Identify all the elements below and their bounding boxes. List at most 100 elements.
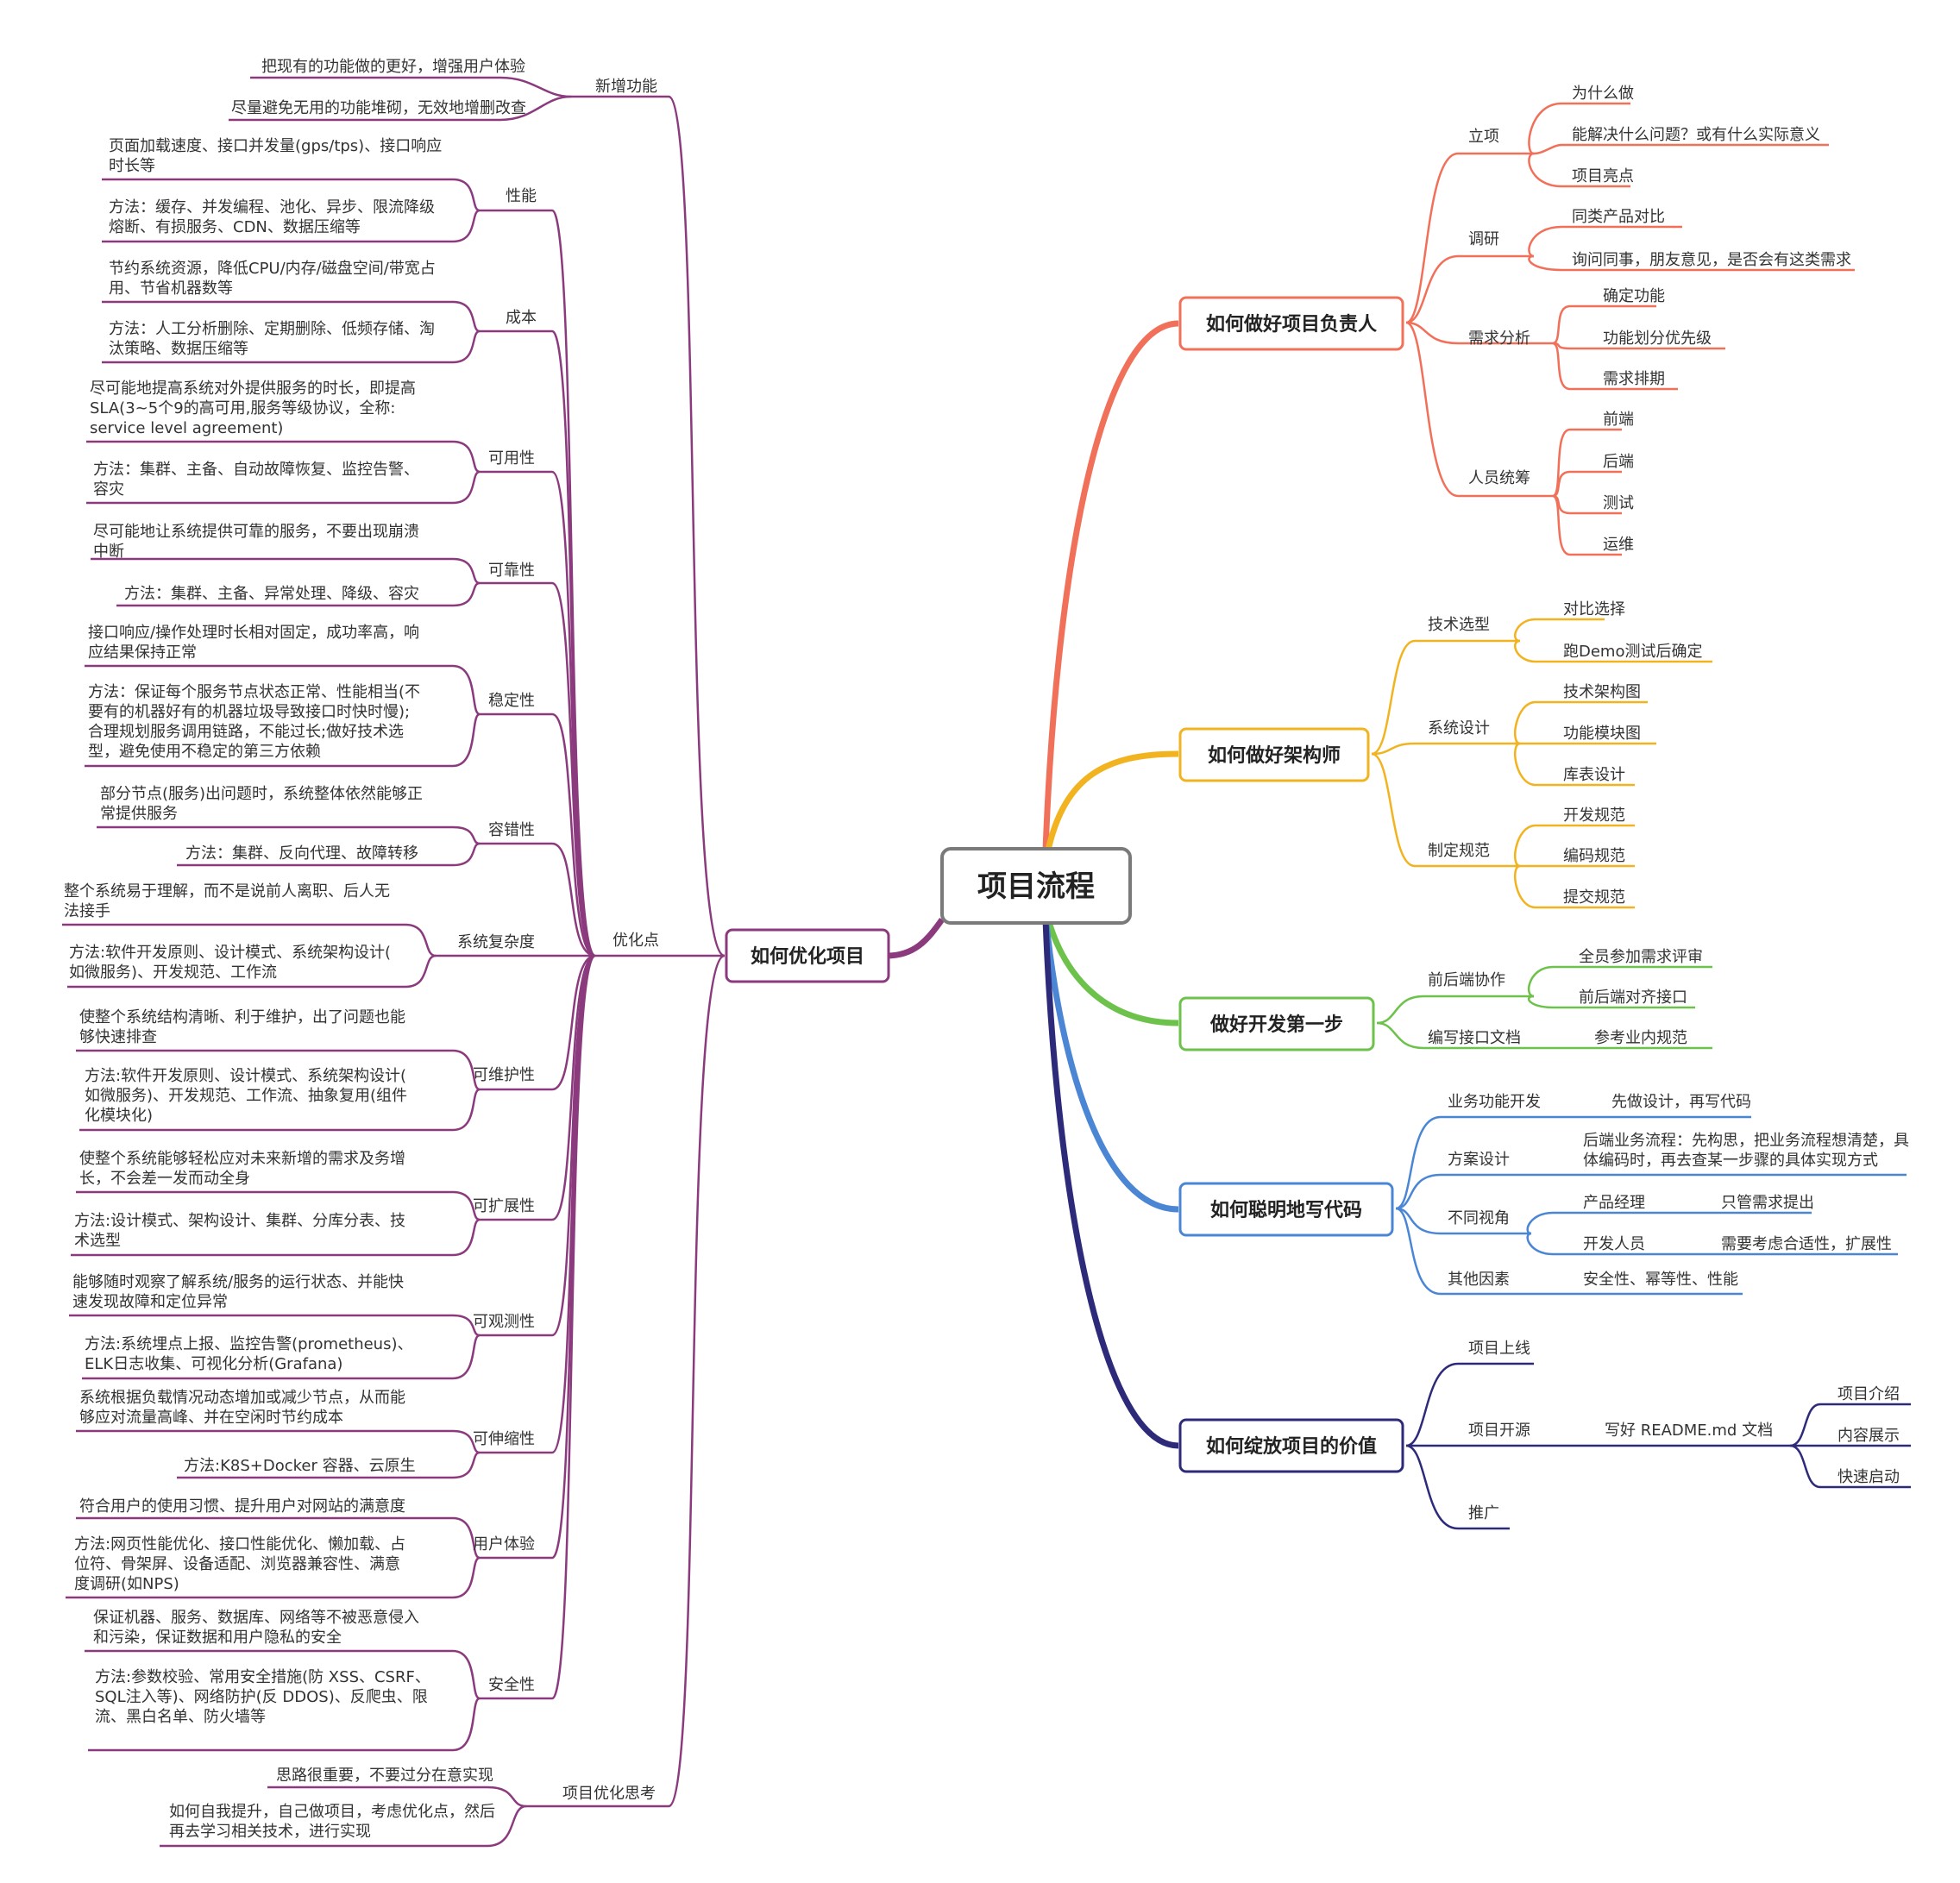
opt-stability[interactable]: 稳定性 [488, 692, 535, 710]
dev-industry-standard[interactable]: 参考业内规范 [1594, 1029, 1687, 1047]
opt-ext-a2[interactable]: 长，不会差一发而动全身 [79, 1170, 250, 1188]
node-project-value[interactable]: 如何绽放项目的价值 [1178, 1418, 1404, 1473]
value-readme[interactable]: 写好 README.md 文档 [1605, 1422, 1773, 1440]
opt-scalability[interactable]: 可扩展性 [473, 1197, 535, 1215]
lead-frontend[interactable]: 前端 [1603, 411, 1634, 429]
arch-standards[interactable]: 制定规范 [1428, 842, 1490, 860]
opt-security[interactable]: 安全性 [488, 1676, 535, 1694]
opt-stab-a2[interactable]: 应结果保持正常 [88, 643, 197, 662]
opt-cx-b2[interactable]: 如微服务)、开发规范、工作流 [69, 963, 277, 982]
arch-system-design[interactable]: 系统设计 [1428, 719, 1490, 738]
opt-mt-a2[interactable]: 够快速排查 [79, 1028, 157, 1046]
opt-ux-b2[interactable]: 位符、骨架屏、设备适配、浏览器兼容性、满意 [74, 1555, 400, 1573]
opt-rel-a1[interactable]: 尽可能地让系统提供可靠的服务，不要出现崩溃 [93, 523, 419, 541]
dev-review[interactable]: 全员参加需求评审 [1579, 948, 1703, 966]
code-backend-flow-1[interactable]: 后端业务流程：先构思，把业务流程想清楚，具 [1583, 1132, 1909, 1150]
opt-mt-b2[interactable]: 如微服务)、开发规范、工作流、抽象复用(组件 [85, 1087, 407, 1105]
opt-cost-b2[interactable]: 汰策略、数据压缩等 [109, 340, 248, 358]
code-other-note[interactable]: 安全性、幂等性、性能 [1583, 1271, 1738, 1289]
node-project-lead[interactable]: 如何做好项目负责人 [1178, 296, 1404, 351]
node-optimize[interactable]: 如何优化项目 [725, 928, 890, 983]
opt-perf-a1[interactable]: 页面加载速度、接口并发量(gps/tps)、接口响应 [109, 137, 442, 155]
dev-fe-be-collab[interactable]: 前后端协作 [1428, 971, 1505, 989]
opt-cx-b1[interactable]: 方法:软件开发原则、设计模式、系统架构设计( [69, 944, 391, 962]
opt-hub[interactable]: 优化点 [612, 932, 659, 950]
opt-mt-a1[interactable]: 使整个系统结构清晰、利于维护，出了问题也能 [79, 1008, 405, 1026]
opt-maintainability[interactable]: 可维护性 [473, 1066, 535, 1084]
lead-why[interactable]: 为什么做 [1572, 85, 1634, 103]
value-open-source[interactable]: 项目开源 [1468, 1422, 1530, 1440]
opt-sec-a1[interactable]: 保证机器、服务、数据库、网络等不被恶意侵入 [93, 1609, 419, 1627]
value-showcase[interactable]: 内容展示 [1838, 1427, 1900, 1445]
opt-cx-a2[interactable]: 法接手 [64, 902, 110, 920]
code-perspectives[interactable]: 不同视角 [1448, 1209, 1510, 1227]
opt-sec-b1[interactable]: 方法:参数校验、常用安全措施(防 XSS、CSRF、 [95, 1668, 430, 1686]
value-promotion[interactable]: 推广 [1468, 1504, 1499, 1522]
opt-cost[interactable]: 成本 [506, 309, 537, 327]
opt-rel-b1[interactable]: 方法：集群、主备、异常处理、降级、容灾 [124, 585, 419, 603]
opt-ft-a1[interactable]: 部分节点(服务)出问题时，系统整体依然能够正 [100, 785, 423, 803]
opt-reliability[interactable]: 可靠性 [488, 562, 535, 580]
opt-observability[interactable]: 可观测性 [473, 1313, 535, 1331]
code-backend-flow-2[interactable]: 体编码时，再去查某一步骤的具体实现方式 [1583, 1152, 1878, 1170]
lead-ask-colleagues[interactable]: 询问同事，朋友意见，是否会有这类需求 [1572, 251, 1851, 269]
opt-mt-b3[interactable]: 化模块化) [85, 1107, 153, 1125]
opt-mt-b1[interactable]: 方法:软件开发原则、设计模式、系统架构设计( [85, 1067, 406, 1085]
opt-sc-a1[interactable]: 系统根据负载情况动态增加或减少节点，从而能 [79, 1389, 405, 1407]
opt-ux-b3[interactable]: 度调研(如NPS) [74, 1575, 179, 1593]
opt-obs-a1[interactable]: 能够随时观察了解系统/服务的运行状态、并能快 [72, 1273, 404, 1291]
arch-table-design[interactable]: 库表设计 [1563, 766, 1625, 784]
opt-avail-a3[interactable]: service level agreement) [90, 419, 283, 437]
opt-think-b2[interactable]: 再去学习相关技术，进行实现 [169, 1823, 371, 1841]
lead-backend[interactable]: 后端 [1603, 453, 1634, 471]
opt-stab-b1[interactable]: 方法：保证每个服务节点状态正常、性能相当(不 [88, 683, 420, 701]
lead-project-init[interactable]: 立项 [1468, 128, 1499, 146]
node-smart-coding[interactable]: 如何聪明地写代码 [1178, 1182, 1394, 1237]
code-solution-design[interactable]: 方案设计 [1448, 1151, 1510, 1169]
opt-reflection[interactable]: 项目优化思考 [562, 1785, 656, 1803]
opt-sec-b3[interactable]: 流、黑白名单、防火墙等 [95, 1708, 266, 1726]
opt-obs-b2[interactable]: ELK日志收集、可视化分析(Grafana) [85, 1355, 342, 1373]
opt-obs-b1[interactable]: 方法:系统埋点上报、监控告警(prometheus)、 [85, 1335, 413, 1353]
arch-commit-standard[interactable]: 提交规范 [1563, 888, 1625, 907]
lead-define-features[interactable]: 确定功能 [1603, 287, 1665, 305]
lead-scheduling[interactable]: 需求排期 [1603, 370, 1665, 388]
arch-code-standard[interactable]: 编码规范 [1563, 847, 1625, 865]
opt-elasticity[interactable]: 可伸缩性 [473, 1430, 535, 1448]
value-launch[interactable]: 项目上线 [1468, 1340, 1530, 1358]
opt-ux-a1[interactable]: 符合用户的使用习惯、提升用户对网站的满意度 [79, 1497, 405, 1516]
opt-sc-b1[interactable]: 方法:K8S+Docker 容器、云原生 [184, 1457, 416, 1475]
code-design-first[interactable]: 先做设计，再写代码 [1611, 1093, 1751, 1111]
opt-fault-tolerance[interactable]: 容错性 [488, 821, 535, 839]
opt-performance[interactable]: 性能 [506, 187, 537, 205]
opt-cost-a2[interactable]: 用、节省机器数等 [109, 279, 233, 298]
dev-align-api[interactable]: 前后端对齐接口 [1579, 989, 1687, 1007]
opt-perf-b2[interactable]: 熔断、有损服务、CDN、数据压缩等 [109, 218, 361, 236]
opt-stab-b3[interactable]: 合理规划服务调用链路，不能过长;做好技术选 [88, 723, 404, 741]
opt-stab-a1[interactable]: 接口响应/操作处理时长相对固定，成功率高，响 [88, 624, 419, 642]
opt-availability[interactable]: 可用性 [488, 449, 535, 468]
opt-cost-b1[interactable]: 方法：人工分析删除、定期删除、低频存储、淘 [109, 320, 435, 338]
code-dev[interactable]: 开发人员 [1583, 1235, 1645, 1253]
opt-obs-a2[interactable]: 速发现故障和定位异常 [72, 1293, 228, 1311]
opt-ext-b1[interactable]: 方法:设计模式、架构设计、集群、分库分表、技 [74, 1212, 405, 1230]
opt-user-experience[interactable]: 用户体验 [473, 1535, 535, 1553]
opt-think-a1[interactable]: 思路很重要，不要过分在意实现 [276, 1767, 493, 1785]
opt-stab-b2[interactable]: 要有的机器好有的机器垃圾导致接口时快时慢); [88, 703, 410, 721]
opt-perf-b1[interactable]: 方法：缓存、并发编程、池化、异步、限流降级 [109, 198, 435, 217]
lead-requirements[interactable]: 需求分析 [1468, 330, 1530, 348]
arch-tech-diagram[interactable]: 技术架构图 [1563, 683, 1641, 701]
opt-avail-b1[interactable]: 方法：集群、主备、自动故障恢复、监控告警、 [93, 461, 419, 479]
lead-testing[interactable]: 测试 [1603, 494, 1634, 512]
opt-avail-a2[interactable]: SLA(3~5个9的高可用,服务等级协议，全称: [90, 399, 395, 417]
opt-ext-a1[interactable]: 使整个系统能够轻松应对未来新增的需求及务增 [79, 1150, 405, 1168]
arch-dev-standard[interactable]: 开发规范 [1563, 807, 1625, 825]
arch-tech-selection[interactable]: 技术选型 [1428, 616, 1490, 634]
code-pm-note[interactable]: 只管需求提出 [1721, 1194, 1814, 1212]
opt-complexity[interactable]: 系统复杂度 [457, 933, 535, 951]
opt-ux-b1[interactable]: 方法:网页性能优化、接口性能优化、懒加载、占 [74, 1535, 405, 1553]
lead-highlights[interactable]: 项目亮点 [1572, 167, 1634, 185]
dev-api-doc[interactable]: 编写接口文档 [1428, 1029, 1521, 1047]
code-business-dev[interactable]: 业务功能开发 [1448, 1093, 1541, 1111]
opt-new-features[interactable]: 新增功能 [595, 78, 657, 96]
